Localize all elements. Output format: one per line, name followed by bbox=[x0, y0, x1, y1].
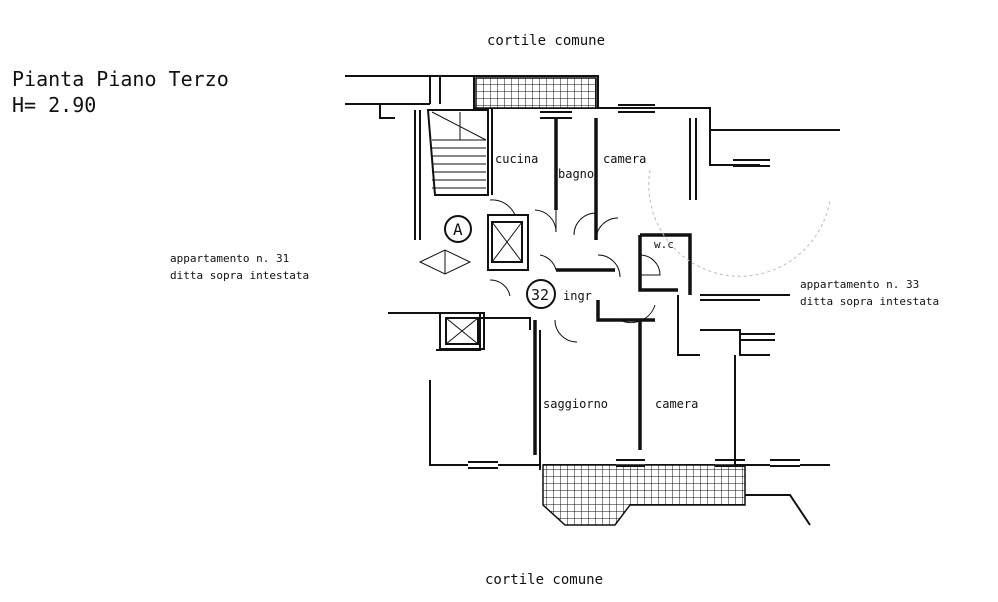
diamond-opening bbox=[418, 249, 472, 275]
stair-marker-label: A bbox=[453, 220, 463, 239]
plan-height: H= 2.90 bbox=[12, 93, 96, 117]
room-camera-top: camera bbox=[603, 152, 646, 166]
unit-marker-label: 32 bbox=[531, 286, 549, 304]
plan-title: Pianta Piano Terzo bbox=[12, 67, 229, 91]
neighbor-right-line1: appartamento n. 33 bbox=[800, 278, 919, 291]
neighbor-left-line1: appartamento n. 31 bbox=[170, 252, 289, 265]
room-wc: w.c bbox=[654, 238, 674, 251]
windows bbox=[468, 104, 800, 469]
courtyard-top-label: cortile comune bbox=[487, 33, 605, 49]
interior-walls bbox=[487, 118, 692, 455]
elevator-lower bbox=[439, 312, 485, 350]
room-cucina: cucina bbox=[495, 152, 538, 166]
staircase bbox=[431, 111, 487, 189]
unit-marker bbox=[526, 279, 556, 309]
room-ingr: ingr bbox=[563, 289, 592, 303]
room-soggiorno: saggiorno bbox=[543, 397, 608, 411]
room-camera-bottom: camera bbox=[655, 397, 698, 411]
balcony-top bbox=[475, 77, 597, 109]
room-bagno: bagno bbox=[558, 167, 594, 181]
neighbor-left-line2: ditta sopra intestata bbox=[170, 269, 309, 282]
courtyard-bottom-label: cortile comune bbox=[485, 572, 603, 588]
faint-arc bbox=[648, 169, 831, 277]
stair-marker bbox=[444, 215, 472, 243]
neighbor-right-line2: ditta sopra intestata bbox=[800, 295, 939, 308]
doors bbox=[489, 199, 661, 343]
balcony-bottom bbox=[542, 464, 746, 526]
